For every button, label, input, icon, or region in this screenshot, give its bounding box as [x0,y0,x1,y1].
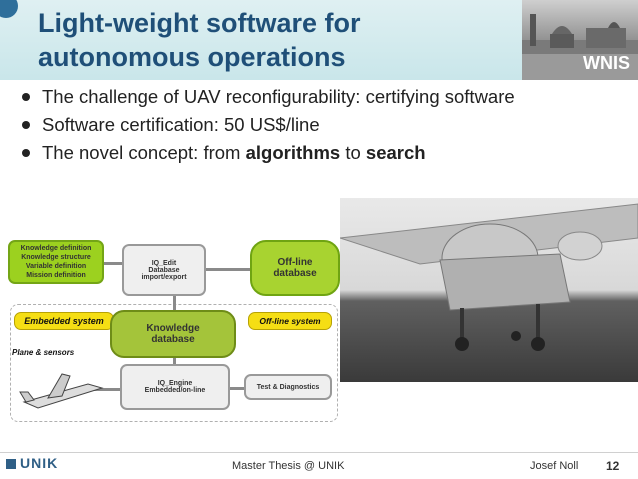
arrow-connector [173,296,176,310]
title-line-2: autonomous operations [38,42,346,72]
plane-sensors-label: Plane & sensors [12,348,75,357]
bullet-bold-search: search [365,142,426,163]
arrow-connector [94,388,120,391]
offline-db-line: Off-line [277,257,313,268]
slide-title: Light-weight software for autonomous ope… [38,6,498,74]
offline-db-line: database [273,268,317,279]
unik-logo-text: UNIK [20,455,59,471]
arrow-connector [104,262,122,265]
iq-edit-line: Database [148,266,180,274]
k-def-line: Variable definition [25,263,87,270]
bullet-bold-algorithms: algorithms [245,142,341,163]
embedded-system-label: Embedded system [14,312,114,330]
unik-logo: UNIK [6,455,58,471]
knowledge-database-box: Knowledge database [110,310,236,358]
bullet-text-mid: to [340,142,366,163]
bullet-list: The challenge of UAV reconfigurability: … [22,86,552,170]
bullet-text: Software certification: 50 US$/line [42,114,320,135]
page-number: 12 [606,459,620,473]
venice-photo: WNIS [522,0,638,80]
knowledge-definition-box: Knowledge definition Knowledge structure… [8,240,104,284]
arrow-connector [173,358,176,364]
test-diagnostics-box: Test & Diagnostics [244,374,332,400]
bullet-dot-icon [22,93,30,101]
iq-engine-line: Embedded/on-line [144,387,206,394]
venice-skyline-icon [522,14,638,80]
architecture-diagram: Knowledge definition Knowledge structure… [8,236,340,426]
title-line-1: Light-weight software for [38,8,361,38]
iq-edit-line: IQ_Edit [151,259,177,267]
offline-database-box: Off-line database [250,240,340,296]
offline-system-label: Off-line system [248,312,332,330]
bullet-dot-icon [22,121,30,129]
plane-sketch-icon [19,373,104,409]
k-def-line: Knowledge structure [21,254,91,261]
unik-logo-icon [6,459,16,469]
k-def-line: Mission definition [26,272,86,279]
iq-engine-line: IQ_Engine [157,380,193,387]
iq-edit-box: IQ_Edit Database import/export [122,244,206,296]
bullet-text-pre: The novel concept: from [42,142,246,163]
bullet-dot-icon [22,149,30,157]
wnis-badge: WNIS [583,53,630,73]
arrow-connector [230,387,244,390]
corner-accent [0,0,18,18]
uav-aircraft-icon [340,203,638,351]
k-def-line: Knowledge definition [20,245,92,252]
iq-edit-line: import/export [141,273,187,281]
bullet-item: The novel concept: from algorithms to se… [22,142,552,164]
footer-divider [0,452,638,453]
title-bar: Light-weight software for autonomous ope… [0,0,638,80]
arrow-connector [206,268,250,271]
footer-author: Josef Noll [530,460,579,472]
know-db-line: database [151,334,195,345]
bullet-item: The challenge of UAV reconfigurability: … [22,86,552,108]
footer-center-text: Master Thesis @ UNIK [232,460,345,472]
bullet-item: Software certification: 50 US$/line [22,114,552,136]
bullet-text: The challenge of UAV reconfigurability: … [42,86,515,107]
know-db-line: Knowledge [146,323,200,334]
iq-engine-box: IQ_Engine Embedded/on-line [120,364,230,410]
uav-photo [340,198,638,382]
